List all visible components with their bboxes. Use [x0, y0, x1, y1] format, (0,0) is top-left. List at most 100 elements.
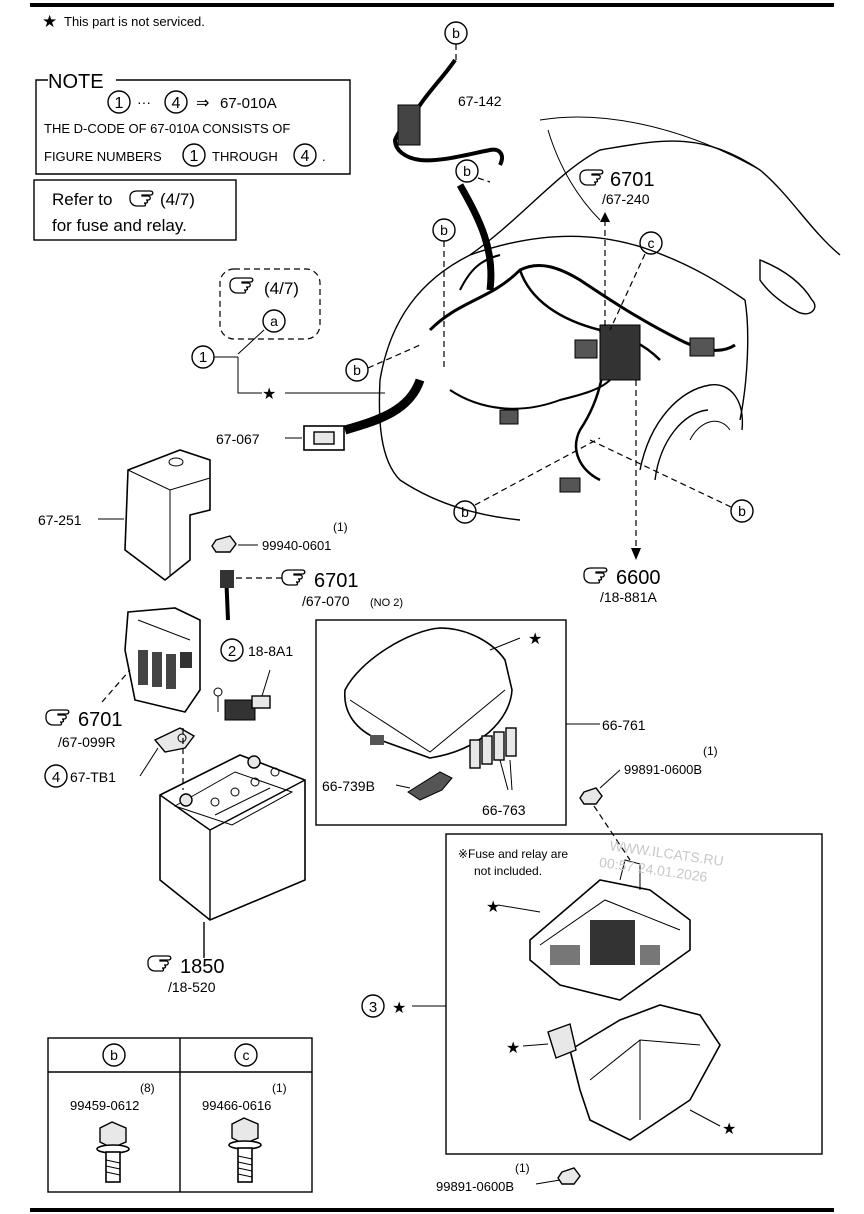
callout-b-mid: b: [455, 159, 491, 183]
svg-text:c: c: [648, 235, 655, 251]
callout-4: [44, 764, 68, 788]
svg-text:b: b: [738, 503, 746, 519]
part-nut-99891-bottom: [535, 1167, 581, 1185]
note-target: 67-010A: [220, 95, 277, 112]
callout-b-bottom-left: b: [453, 437, 601, 524]
ref-1850: 1850: [180, 956, 225, 978]
fuse-box-assembly: ※Fuse and relay are not included. ★ ★ ★: [445, 833, 823, 1155]
ref-1850-sub: /18-520: [168, 979, 216, 995]
note-line3-num2: 4: [301, 148, 310, 165]
bolt-table-part-b: 99459-0612: [70, 1098, 139, 1113]
note-line3-end: .: [322, 149, 326, 164]
refer-box: Refer to (4/7) for fuse and relay.: [33, 179, 237, 241]
label-67-251: 67-251: [38, 512, 82, 528]
label-99891-top-qty: (1): [703, 744, 718, 758]
callout-2-number: 2: [228, 643, 236, 660]
hand-pointer-icon: [229, 277, 254, 294]
ref-6701-c-sub: /67-099R: [58, 734, 116, 750]
callout-3-number: 3: [369, 999, 377, 1016]
callout-b-top: b: [444, 21, 468, 62]
label-66-739B: 66-739B: [322, 778, 375, 794]
note-range-start: 1: [115, 95, 124, 112]
callout-b-left: b: [345, 344, 421, 382]
part-battery: [159, 728, 306, 958]
bolt-table: b (8) 99459-0612 c (1) 99466-0616: [47, 1037, 313, 1193]
callout-3: [361, 994, 385, 1018]
hand-pointer-icon: [129, 190, 154, 207]
part-67-067: [285, 425, 345, 451]
note-range-end: 4: [172, 95, 181, 112]
label-67-142: 67-142: [458, 93, 502, 109]
note-line3-prefix: FIGURE NUMBERS: [44, 149, 162, 164]
label-99940-qty: (1): [333, 520, 348, 534]
bolt-table-qty-b: (8): [140, 1081, 155, 1095]
svg-text:b: b: [463, 163, 471, 179]
part-67-TB1: [139, 727, 196, 777]
svg-text:6701: 6701: [610, 169, 655, 191]
svg-text:b: b: [353, 362, 361, 378]
refer-line1-ref: (4/7): [160, 190, 195, 209]
callout-4-number: 4: [52, 769, 60, 786]
note-line2: THE D-CODE OF 67-010A CONSISTS OF: [44, 121, 290, 136]
label-99891-bottom: 99891-0600B: [436, 1179, 514, 1194]
label-99891-top: 99891-0600B: [624, 762, 702, 777]
main-harness: [343, 183, 736, 493]
note-arrow: ⇒: [196, 95, 209, 112]
ref-6701-b-note: (NO 2): [370, 597, 403, 609]
hand-pointer-icon: [583, 567, 608, 584]
note-box: NOTE 1 ··· 4 ⇒ 67-010A THE D-CODE OF 67-…: [35, 71, 351, 175]
star-icon: ★: [486, 899, 500, 916]
callout-1: 1 ★: [191, 345, 385, 403]
fuse-cover-box: ★: [315, 619, 600, 826]
bottom-rule: [30, 1208, 834, 1212]
svg-text:/67-240: /67-240: [602, 191, 650, 207]
hand-pointer-icon: [281, 569, 306, 586]
part-99940-0601: [211, 535, 258, 553]
part-67-251: [98, 449, 211, 582]
star-icon: ★: [42, 12, 57, 31]
ref-6701-67-240: 6701 /67-240: [579, 169, 655, 330]
star-icon: ★: [722, 1121, 736, 1138]
part-18-8A1: [213, 669, 271, 721]
top-rule: [30, 3, 834, 7]
svg-text:1: 1: [199, 349, 207, 366]
bolt-table-head-c: c: [243, 1047, 250, 1063]
star-icon: ★: [262, 386, 276, 403]
svg-text:b: b: [461, 504, 469, 520]
bolt-table-col-b: b (8) 99459-0612: [70, 1043, 155, 1183]
svg-text:/18-881A: /18-881A: [600, 589, 657, 605]
ref-6701-b-sub: /67-070: [302, 593, 350, 609]
part-67-142-cable: [392, 58, 504, 166]
star-icon: ★: [392, 1000, 406, 1017]
hand-pointer-icon: [45, 709, 70, 726]
label-99891-bottom-qty: (1): [515, 1161, 530, 1175]
callout-2: [220, 638, 244, 662]
ref-6701-c: 6701: [78, 709, 123, 731]
star-icon: ★: [528, 631, 542, 648]
part-nut-99891-top: [579, 769, 631, 861]
bolt-table-head-b: b: [110, 1047, 118, 1063]
star-icon: ★: [506, 1040, 520, 1057]
svg-text:b: b: [440, 222, 448, 238]
label-67-067: 67-067: [216, 431, 260, 447]
callout-b-hood: b: [432, 218, 456, 370]
svg-text:b: b: [452, 25, 460, 41]
note-line3-mid: THROUGH: [212, 149, 278, 164]
part-battery-fuse-block: [101, 607, 201, 713]
svg-text:(4/7): (4/7): [264, 279, 299, 298]
bolt-table-col-c: c (1) 99466-0616: [202, 1043, 287, 1183]
watermark: WWW.ILCATS.RU 00:57 24.01.2026: [598, 837, 724, 885]
ref-6701-b: 6701: [314, 570, 359, 592]
callout-c: c: [609, 231, 663, 331]
note-line3-num1: 1: [190, 148, 199, 165]
ref-6600-18-881A: 6600 /18-881A: [583, 380, 661, 605]
note-title: NOTE: [48, 71, 104, 93]
label-67-TB1: 67-TB1: [70, 769, 116, 785]
label-18-8A1: 18-8A1: [248, 643, 293, 659]
label-66-763: 66-763: [482, 802, 526, 818]
fuse-note-line1: ※Fuse and relay are: [458, 847, 568, 861]
note-range-dots: ···: [137, 94, 151, 110]
legend-text: This part is not serviced.: [64, 14, 205, 29]
label-99940-0601: 99940-0601: [262, 538, 331, 553]
